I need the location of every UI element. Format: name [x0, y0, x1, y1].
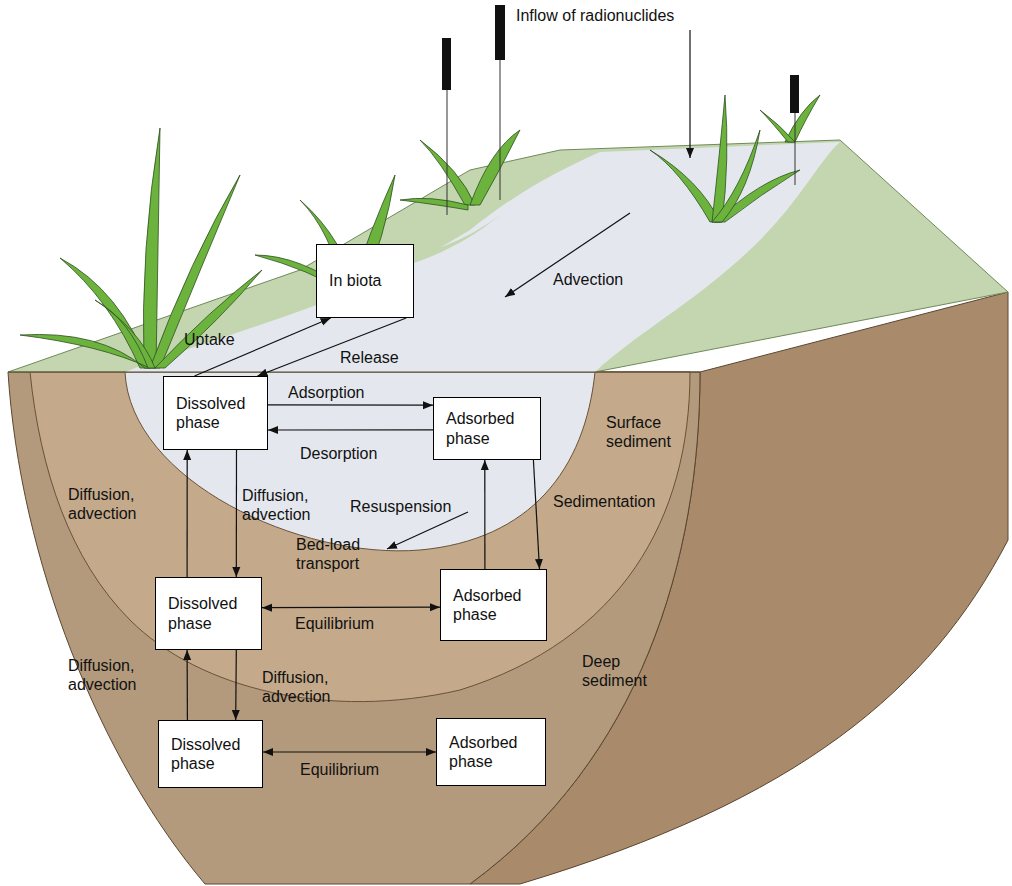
annotation-label: Inflow of radionuclides — [516, 6, 776, 25]
process-label: Uptake — [184, 330, 254, 349]
leaf — [143, 128, 160, 368]
box-text: Dissolved phase — [171, 735, 250, 773]
cattail-stem — [500, 60, 501, 200]
cattail-head — [442, 38, 451, 90]
annotation-label: Surface sediment — [606, 413, 690, 451]
process-label: Desorption — [300, 444, 410, 463]
process-arrow — [235, 650, 237, 720]
inflow-arrow — [689, 30, 690, 158]
process-arrow — [268, 404, 433, 406]
process-arrow — [187, 450, 188, 577]
process-arrow — [484, 460, 485, 569]
process-arrow — [263, 751, 436, 752]
cattail-stem — [447, 90, 448, 215]
deep-sediment — [8, 372, 700, 884]
box-text: Dissolved phase — [176, 394, 255, 432]
process-label: Equilibrium — [295, 614, 405, 633]
process-label: Diffusion, advection — [262, 668, 362, 706]
cattail-head — [495, 5, 505, 60]
leaf — [400, 198, 468, 210]
phase-box: In biota — [316, 244, 414, 318]
process-arrow — [262, 607, 440, 609]
box-text: Adsorbed phase — [446, 409, 528, 447]
leaf — [95, 300, 155, 368]
phase-box: Adsorbed phase — [433, 397, 541, 460]
surface-sediment — [30, 372, 690, 702]
process-arrow — [258, 318, 407, 376]
process-label: Sedimentation — [553, 492, 673, 511]
cattail-stem — [795, 113, 796, 185]
annotation-label: Advection — [553, 270, 653, 289]
phase-box: Dissolved phase — [163, 376, 268, 450]
leaf — [20, 334, 150, 368]
cattails — [442, 5, 799, 215]
leaf — [650, 150, 720, 222]
process-label: Release — [340, 348, 420, 367]
process-label: Resuspension — [350, 497, 460, 516]
bedload-arrow — [387, 512, 468, 549]
leaf — [155, 270, 262, 368]
box-text: Dissolved phase — [168, 594, 249, 632]
box-text: Adsorbed phase — [453, 586, 534, 624]
leaf — [712, 95, 727, 222]
process-arrow — [533, 460, 539, 569]
process-arrow — [268, 429, 433, 430]
section-edge — [8, 372, 700, 373]
leaf — [712, 130, 760, 222]
process-label: Diffusion, advection — [68, 485, 168, 523]
plant-leaves — [20, 95, 820, 368]
box-text: Adsorbed phase — [449, 733, 533, 771]
process-label: Adsorption — [288, 383, 398, 402]
phase-box: Dissolved phase — [155, 577, 262, 650]
phase-box: Adsorbed phase — [436, 718, 546, 786]
process-arrow — [236, 450, 237, 577]
process-arrow — [187, 650, 188, 720]
process-label: Diffusion, advection — [242, 486, 342, 524]
process-label: Equilibrium — [300, 760, 410, 779]
box-text: In biota — [329, 271, 401, 290]
annotation-label: Deep sediment — [582, 652, 666, 690]
phase-box: Dissolved phase — [158, 720, 263, 788]
water-section — [125, 372, 595, 551]
cattail-head — [790, 75, 799, 113]
process-label: Diffusion, advection — [68, 656, 168, 694]
leaf — [760, 110, 795, 142]
leaf — [470, 130, 520, 205]
annotation-label: Bed-load transport — [296, 535, 378, 573]
phase-box: Adsorbed phase — [440, 569, 547, 641]
